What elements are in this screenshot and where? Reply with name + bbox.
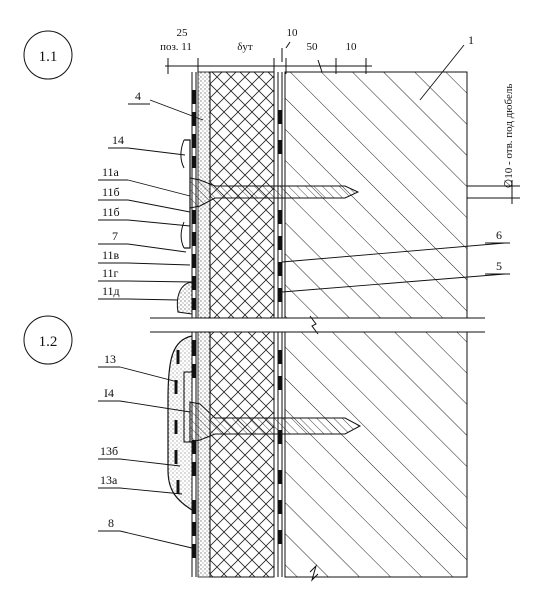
section-label-1-1: 1.1 [39, 49, 58, 65]
callout-11a: 11а [102, 165, 120, 179]
wall-break-bottom [309, 564, 319, 582]
hole-dimension [467, 180, 520, 204]
section-circle-1-1 [23, 30, 73, 80]
callout-11b-2: 11б [102, 205, 120, 219]
dim-50: 50 [307, 41, 319, 53]
break-zigzag [309, 315, 319, 335]
cover-marks-13 [174, 350, 180, 494]
leader-shelves [98, 103, 510, 532]
dim-10a: 10 [287, 27, 299, 39]
callout-8: 8 [108, 516, 114, 530]
section-circle-1-2 [23, 315, 73, 365]
callout-14-upper: 14 [112, 133, 124, 147]
dim-poz11: поз. 11 [160, 41, 192, 53]
callout-7: 7 [112, 229, 118, 243]
dowel-lower [189, 401, 362, 443]
callout-11b-1: 11б [102, 185, 120, 199]
callout-11v: 11в [102, 248, 120, 262]
dowel-upper [189, 177, 360, 209]
callout-13: 13 [104, 352, 116, 366]
callout-11g: 11г [102, 266, 119, 280]
callout-14-lower: I4 [104, 386, 114, 400]
dowel-cap-upper [184, 139, 191, 249]
cover-dots-13 [168, 336, 192, 510]
dim-10b: 10 [346, 41, 358, 53]
callout-6: 6 [496, 228, 502, 242]
dim-delta: δут [237, 41, 253, 53]
section-label-1-2: 1.2 [39, 334, 58, 350]
dimension-line-top [165, 41, 372, 74]
leader-lines [119, 44, 506, 549]
callout-11d: 11д [102, 284, 120, 298]
callout-13b: 13б [100, 444, 118, 458]
dim-25: 25 [177, 27, 189, 39]
callout-4: 4 [135, 89, 141, 103]
hole-note: ∅10 - отв. под дюбель [503, 84, 515, 189]
callout-13a: 13а [100, 473, 118, 487]
callout-1: 1 [468, 33, 474, 47]
callout-5: 5 [496, 259, 502, 273]
section-break-band [150, 318, 485, 332]
bump-11d [176, 281, 193, 315]
